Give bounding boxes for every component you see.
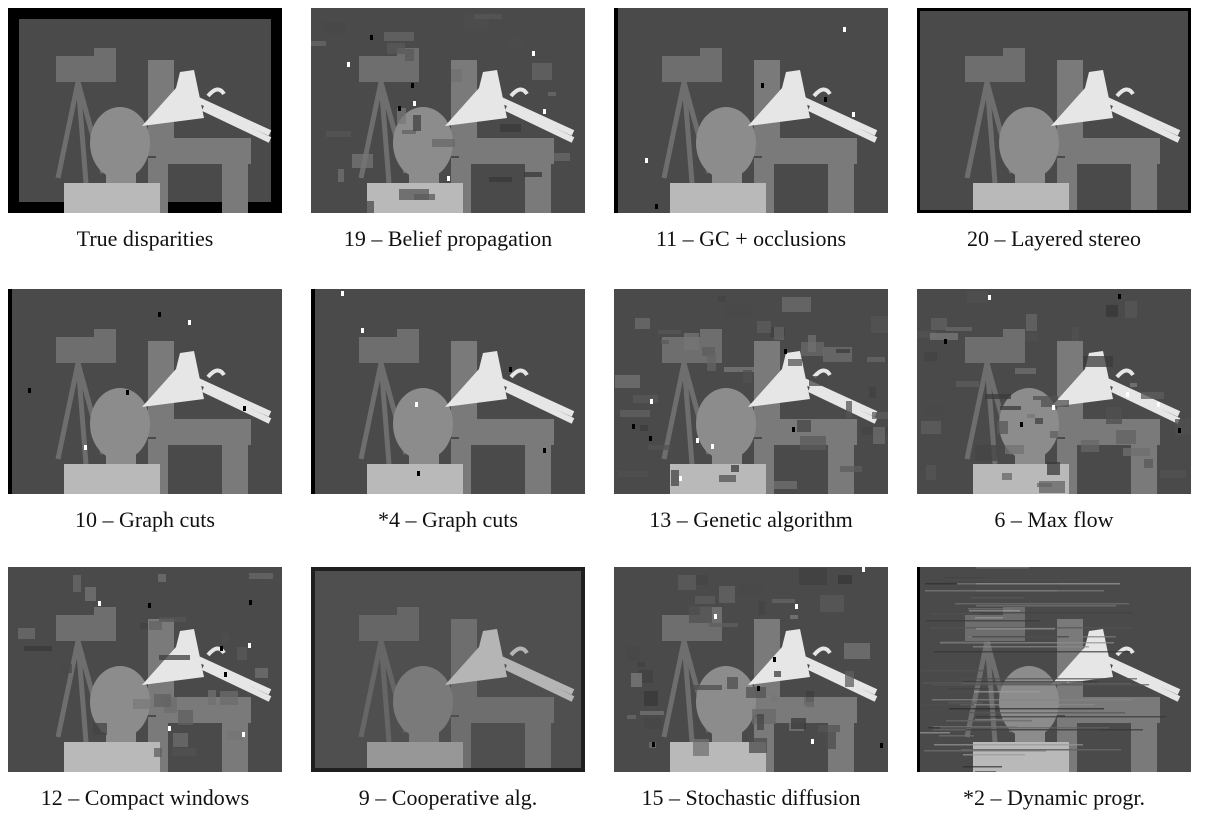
disparity-map-image: [614, 8, 888, 213]
panel-caption: 9 – Cooperative alg.: [358, 785, 538, 810]
disparity-map-graphic: [311, 8, 585, 213]
panel-caption: *4 – Graph cuts: [378, 507, 518, 532]
panel-caption: 11 – GC + occlusions: [655, 226, 847, 251]
disparity-map-graphic: [917, 567, 1191, 772]
panel-caption: 19 – Belief propagation: [343, 226, 553, 251]
disparity-map-graphic: [311, 567, 585, 772]
panel-caption: *2 – Dynamic progr.: [962, 785, 1146, 810]
disparity-map-graphic: [614, 8, 888, 213]
disparity-map-graphic: [614, 567, 888, 772]
disparity-map-image: [614, 567, 888, 772]
disparity-map-image: [917, 289, 1191, 494]
panel-caption: True disparities: [76, 226, 214, 251]
disparity-map-graphic: [8, 8, 282, 213]
disparity-map-image: [311, 289, 585, 494]
panel-caption: 6 – Max flow: [994, 507, 1114, 532]
disparity-map-image: [917, 8, 1191, 213]
disparity-map-graphic: [311, 289, 585, 494]
disparity-map-graphic: [8, 567, 282, 772]
panel-caption: 12 – Compact windows: [40, 785, 250, 810]
panel-caption: 10 – Graph cuts: [75, 507, 215, 532]
panel-caption: 15 – Stochastic diffusion: [641, 785, 861, 810]
disparity-map-graphic: [614, 289, 888, 494]
disparity-map-graphic: [917, 8, 1191, 213]
panel-caption: 20 – Layered stereo: [966, 226, 1142, 251]
disparity-map-image: [8, 8, 282, 213]
disparity-map-image: [614, 289, 888, 494]
disparity-map-graphic: [8, 289, 282, 494]
disparity-map-image: [8, 567, 282, 772]
disparity-map-image: [311, 567, 585, 772]
panel-caption: 13 – Genetic algorithm: [649, 507, 853, 532]
disparity-map-image: [917, 567, 1191, 772]
disparity-map-image: [311, 8, 585, 213]
disparity-map-graphic: [917, 289, 1191, 494]
disparity-map-image: [8, 289, 282, 494]
